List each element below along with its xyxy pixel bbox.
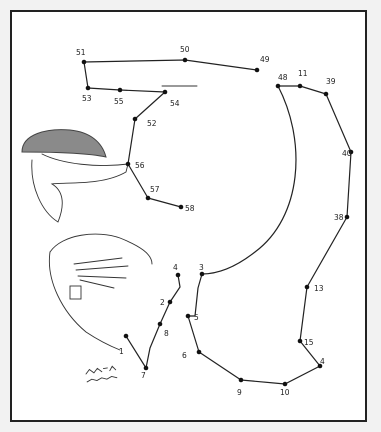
signature-scribble [85, 366, 116, 382]
dot-7 [144, 366, 149, 371]
label-51: 51 [76, 48, 86, 57]
label-48: 48 [278, 73, 288, 82]
label-7: 7 [141, 371, 146, 380]
labels-group: 51 53 50 49 55 54 52 56 57 58 48 11 39 4… [76, 45, 352, 397]
dot-4b [176, 273, 181, 278]
connected-outline-top [84, 60, 257, 70]
dot-11 [298, 84, 303, 89]
label-6: 6 [182, 351, 187, 360]
label-2: 2 [160, 298, 165, 307]
dot-51 [82, 60, 87, 65]
fringe-lines [74, 258, 128, 288]
label-3: 3 [199, 263, 204, 272]
label-54: 54 [170, 99, 180, 108]
dot-57 [146, 196, 151, 201]
label-52: 52 [147, 119, 157, 128]
dot-52 [133, 117, 138, 122]
dot-to-dot-drawing: 51 53 50 49 55 54 52 56 57 58 48 11 39 4… [12, 12, 369, 424]
dot-39 [324, 92, 329, 97]
hand-outline [50, 234, 152, 264]
label-1: 1 [119, 347, 124, 356]
label-57: 57 [150, 185, 160, 194]
dot-13 [305, 285, 310, 290]
label-50: 50 [180, 45, 190, 54]
face-outline [32, 154, 128, 222]
label-40: 40 [342, 149, 352, 158]
dot-56 [126, 162, 131, 167]
dot-3 [200, 272, 205, 277]
label-4a: 4 [320, 357, 325, 366]
label-10: 10 [280, 388, 290, 397]
label-58: 58 [185, 204, 195, 213]
label-5: 5 [194, 313, 199, 322]
label-4b: 4 [173, 263, 178, 272]
dot-6 [197, 350, 202, 355]
label-15: 15 [304, 338, 314, 347]
dot-10 [283, 382, 288, 387]
dot-38 [345, 215, 350, 220]
label-11: 11 [298, 69, 308, 78]
label-53: 53 [82, 94, 92, 103]
hand-lower [49, 252, 120, 350]
dot-9 [239, 378, 244, 383]
dot-to-dot-page: 51 53 50 49 55 54 52 56 57 58 48 11 39 4… [10, 10, 367, 422]
dot-2 [168, 300, 173, 305]
connected-outline-lower [126, 275, 180, 368]
dot-1 [124, 334, 129, 339]
small-box [70, 286, 81, 299]
dot-5 [186, 314, 191, 319]
connected-outline-neck [188, 274, 202, 316]
label-38: 38 [334, 213, 344, 222]
dot-58 [179, 205, 184, 210]
label-8: 8 [164, 329, 169, 338]
dot-54 [163, 90, 168, 95]
label-55: 55 [114, 97, 124, 106]
cap-shape [22, 130, 106, 157]
label-49: 49 [260, 55, 270, 64]
label-56: 56 [135, 161, 145, 170]
curved-back-line [202, 86, 296, 274]
dot-49 [255, 68, 260, 73]
dot-8 [158, 322, 163, 327]
dots-group [82, 58, 354, 387]
label-39: 39 [326, 77, 336, 86]
dot-15 [298, 339, 303, 344]
label-9: 9 [237, 388, 242, 397]
connected-outline-right [188, 86, 351, 384]
label-13: 13 [314, 284, 324, 293]
connected-outline-left [84, 62, 181, 207]
dot-55 [118, 88, 123, 93]
dot-48 [276, 84, 281, 89]
dot-53 [86, 86, 91, 91]
dot-50 [183, 58, 188, 63]
